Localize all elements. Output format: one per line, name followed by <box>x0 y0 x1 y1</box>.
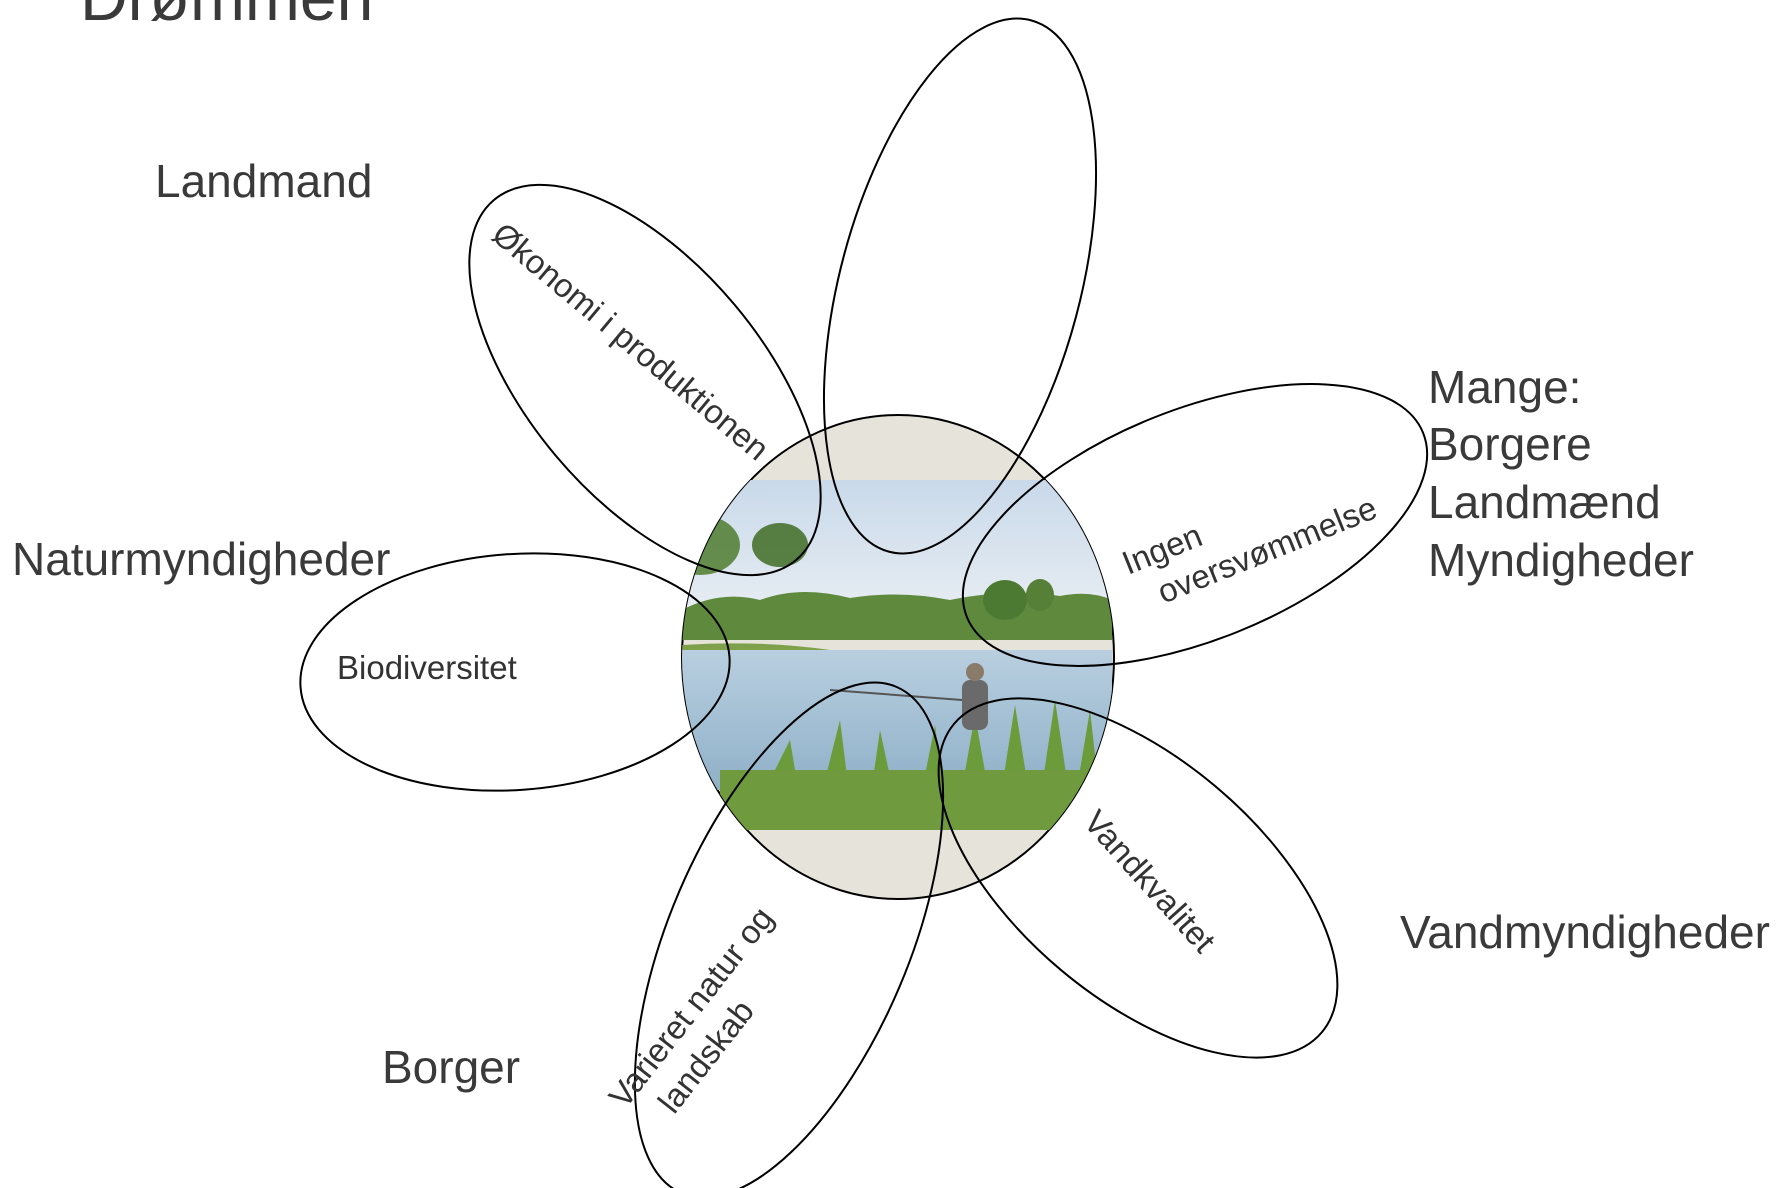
petal-vandkvalitet <box>937 697 1339 1059</box>
stakeholder-mange-line1: Mange: <box>1428 361 1581 413</box>
stakeholder-mange-line2: Borgere <box>1428 418 1592 470</box>
petal-label-vandkvalitet: Vandkvalitet <box>1077 803 1223 960</box>
stakeholder-mange-line4: Myndigheder <box>1428 534 1694 586</box>
page-title: Drømmen <box>80 0 373 34</box>
petal-top <box>822 17 1098 555</box>
center-disc <box>681 414 1115 900</box>
petal-label-ingen: Ingen oversvømmelse <box>1117 452 1382 619</box>
petal-biodiversitet <box>299 552 731 792</box>
stakeholder-vandmyndigheder: Vandmyndigheder <box>1400 906 1770 958</box>
stakeholder-mange: Mange: Borgere Landmænd Myndigheder <box>1428 361 1694 586</box>
angler-figure <box>829 663 988 730</box>
petal-ingen <box>961 383 1429 667</box>
stakeholder-borger: Borger <box>382 1041 520 1093</box>
petal-label-okonomi: Økonomi i produktionen <box>486 215 777 467</box>
stakeholder-naturmyndigheder: Naturmyndigheder <box>12 533 390 585</box>
petal-label-biodiversitet: Biodiversitet <box>337 649 517 686</box>
stakeholder-mange-line3: Landmænd <box>1428 476 1661 528</box>
river-landscape-photo <box>682 480 1112 830</box>
petal-okonomi <box>468 183 822 577</box>
petal-label-varieret: Varieret natur og landskab <box>601 893 819 1141</box>
stakeholder-landmand: Landmand <box>155 155 372 207</box>
petal-varieret <box>633 681 945 1188</box>
petals <box>299 17 1429 1188</box>
